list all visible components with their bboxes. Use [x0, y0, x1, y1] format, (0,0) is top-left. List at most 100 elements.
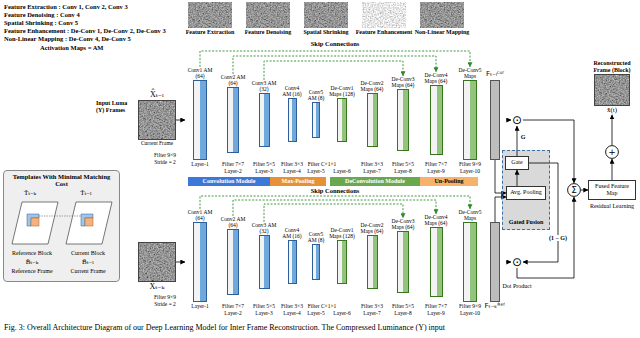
text-label: Layer-7: [363, 168, 380, 174]
block-shape: [397, 231, 409, 293]
text-label: T̃ₜ₋ₖ: [24, 189, 36, 197]
figure-caption: Fig. 3: Overall Architecture Diagram of …: [4, 323, 445, 333]
feature-map: Fₜ₋ₖᴿᵉᶠ: [484, 222, 506, 311]
block-label: Conv5 AM (8): [305, 231, 327, 244]
frame-texture: [139, 101, 175, 139]
text-label: Reference Block: [12, 250, 52, 257]
deconv-block: De-Conv1 Maps (128): [329, 227, 355, 284]
frame-image: [138, 100, 176, 140]
dot-product: ⊙: [511, 114, 523, 126]
text-label: Dot Product: [502, 283, 531, 290]
block-shape: [367, 93, 378, 147]
text-label: Feature Enhancement : De-Conv 1, De-Conv…: [4, 27, 166, 34]
block-shape: [490, 80, 500, 160]
text-label: Layer-5: [307, 310, 324, 316]
frame-image: [138, 242, 176, 282]
text-label: Layer-7: [363, 310, 380, 316]
text-label: Layer-8: [394, 168, 411, 174]
connector: [506, 262, 511, 263]
frame-symbol: X̂ₜ₋ₗ: [150, 90, 164, 100]
block-shape: [85, 218, 93, 226]
frame-texture: [362, 2, 406, 28]
dot-product: ⊙: [511, 256, 523, 268]
current-frame-shape: [66, 202, 112, 244]
text-label: Filter 3×3: [361, 161, 383, 167]
block-label: Conv3 AM (32): [251, 80, 277, 93]
block-shape: [430, 85, 443, 155]
template-shape: [27, 214, 39, 226]
block-shape: [193, 222, 207, 302]
block-label: Conv1 AM (64): [185, 67, 215, 80]
text-label: Skip Connections: [311, 40, 360, 47]
add-node: +: [605, 145, 619, 159]
block-label: Fₜ₋ₗᶜᵘʳ: [484, 71, 506, 80]
box-text: Gate: [507, 159, 527, 166]
operator-symbol: ⊙: [511, 256, 523, 268]
text-label: Filter 7×7: [425, 161, 447, 167]
feature-image-frame: [304, 2, 348, 28]
text-label: Filter 7×7: [425, 303, 447, 309]
block-label: De-Conv5 Maps: [457, 209, 483, 222]
text-label: Filter 7×7: [222, 161, 244, 167]
box-text: Avg. Pooling: [508, 189, 544, 196]
text-label: Stride = 2: [154, 301, 176, 307]
image-label: Feature Enhancement: [356, 29, 413, 36]
frame-texture: [188, 2, 232, 28]
block-label: De-Conv2 Maps (64): [358, 80, 386, 93]
panel-fill: [4, 171, 119, 281]
skip-connection: [264, 204, 403, 222]
band-text: Un-Pooling: [420, 177, 478, 186]
frame-texture: [595, 75, 629, 105]
image-label: Feature Denoising: [245, 29, 292, 36]
fused-feature-box: Fused Feature Map: [588, 180, 636, 199]
text-label: Filter C×1×1: [308, 161, 337, 167]
block-shape: [397, 89, 409, 151]
block-shape: [337, 240, 347, 284]
connector: [176, 262, 185, 263]
text-label: Layer-6: [333, 168, 350, 174]
feature-image: Spatial Shrinking: [298, 2, 354, 36]
block-shape: [490, 222, 500, 302]
text-label: Skip Connections: [311, 187, 360, 194]
conv-block: Conv4 AM (16): [281, 85, 303, 142]
block-label: De-Conv1 Maps (128): [329, 85, 355, 98]
frame-caption: Current Frame: [141, 140, 173, 147]
text-label: Layer-1: [191, 303, 208, 309]
feature-image-frame: [188, 2, 232, 28]
feature-image: Non-Linear Mapping: [414, 2, 470, 36]
text-label: Filter 9×9: [459, 303, 481, 309]
gated-fusion-box: Gated FusionGateAvg. Pooling: [502, 150, 550, 230]
text-label: Filter 3×3: [361, 303, 383, 309]
frame-texture: [420, 2, 464, 28]
module-band: Max-Pooling: [270, 177, 326, 186]
block-shape: [430, 227, 443, 297]
frame-texture: [304, 2, 348, 28]
text-label: Filter C×1×1: [308, 303, 337, 309]
text-label: Filter 7×7: [222, 303, 244, 309]
text-label: Filter 9×9: [459, 161, 481, 167]
reference-frame-shape: [12, 202, 58, 244]
template-shape: [81, 214, 93, 226]
text-label: Reference Frame: [11, 268, 52, 275]
text-label: Filter 5×5: [392, 161, 414, 167]
block-shape: [227, 229, 239, 295]
avg-pooling-box: Avg. Pooling: [506, 186, 546, 200]
text-label: Layer-3: [255, 310, 272, 316]
frame-texture: [246, 2, 290, 28]
block-label: De-Conv3 Maps (64): [389, 76, 417, 89]
text-label: B̃ₜ₋ₗ: [82, 258, 94, 266]
connector: [612, 115, 613, 145]
operator-symbol: ⊙: [511, 114, 523, 126]
block-label: De-Conv4 Maps (64): [421, 72, 451, 85]
panel-title: Templates With Minimal Matching Cost: [7, 173, 116, 188]
block-shape: [463, 222, 477, 302]
conv-block: Conv5 AM (8): [305, 231, 327, 280]
operator-symbol: Σ: [567, 183, 581, 197]
gate-box: Gate: [505, 156, 529, 170]
text-label: T̃ₜ₋ₗ: [80, 189, 91, 197]
block-label: De-Conv3 Maps (64): [389, 218, 417, 231]
deconv-block: De-Conv5 Maps: [457, 67, 483, 160]
block-label: De-Conv1 Maps (128): [329, 227, 355, 240]
feature-image-frame: [246, 2, 290, 28]
feature-image-frame: [362, 2, 406, 28]
